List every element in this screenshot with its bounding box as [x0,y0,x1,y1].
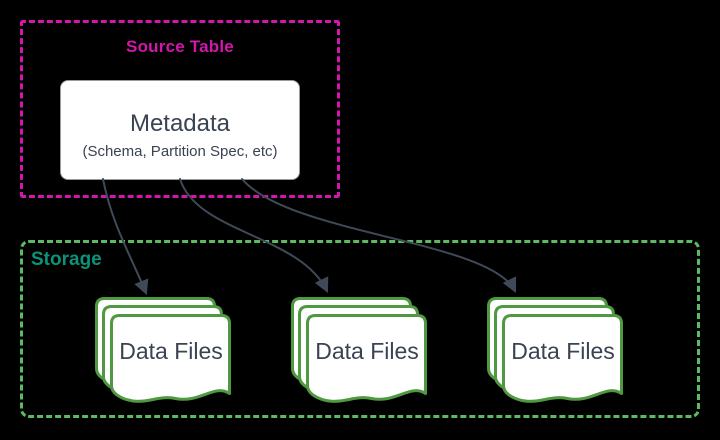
data-files-node-3: Data Files [487,297,625,409]
source-table-label: Source Table [126,37,234,56]
metadata-node-title: Metadata [129,110,231,137]
data-files-node-2: Data Files [291,297,429,409]
data-files-node-1: Data Files [95,297,233,409]
storage-label: Storage [31,249,102,270]
metadata-node-subtitle: (Schema, Partition Spec, etc) [82,143,278,160]
source-table-group: Source Table Metadata (Schema, Partition… [20,20,340,198]
metadata-node: Metadata (Schema, Partition Spec, etc) [60,80,300,180]
data-files-label: Data Files [119,337,223,364]
data-files-label: Data Files [511,337,615,364]
data-files-label: Data Files [315,337,419,364]
